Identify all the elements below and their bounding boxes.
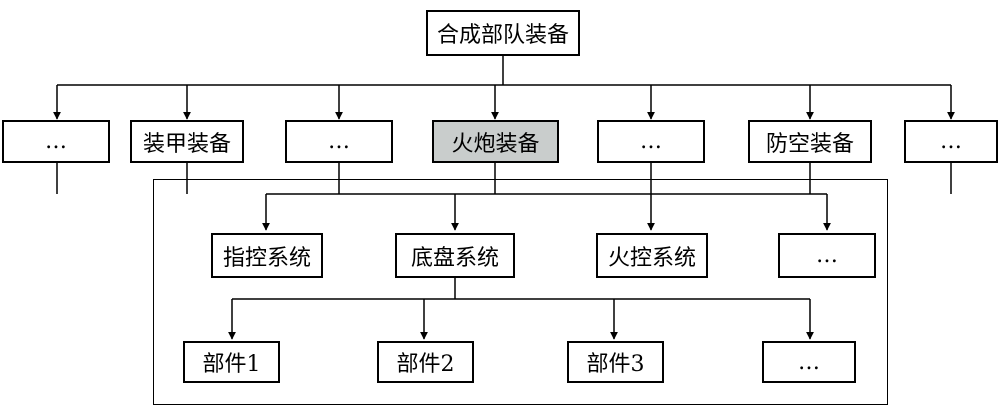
level3-node-part-2: 部件2 [377,341,474,383]
level2-node-fire-control: 火控系统 [596,233,708,278]
level2-node-chassis: 底盘系统 [395,233,515,278]
root-node: 合成部队装备 [426,10,580,56]
level1-node-armor: 装甲装备 [130,120,244,163]
level2-node-ellipsis: … [778,233,876,278]
level3-node-part-3: 部件3 [567,341,664,383]
level3-node-ellipsis: … [762,341,856,383]
detail-group-frame [153,179,888,405]
level1-node-ellipsis-3: … [597,120,705,163]
level1-node-ellipsis-4: … [904,120,998,163]
level3-node-part-1: 部件1 [183,341,280,383]
level1-node-ellipsis-1: … [2,120,110,163]
level1-node-ellipsis-2: … [285,120,393,163]
level1-node-artillery: 火炮装备 [432,120,559,163]
level2-node-command-control: 指控系统 [211,233,323,278]
level1-node-air-defense: 防空装备 [748,120,872,163]
